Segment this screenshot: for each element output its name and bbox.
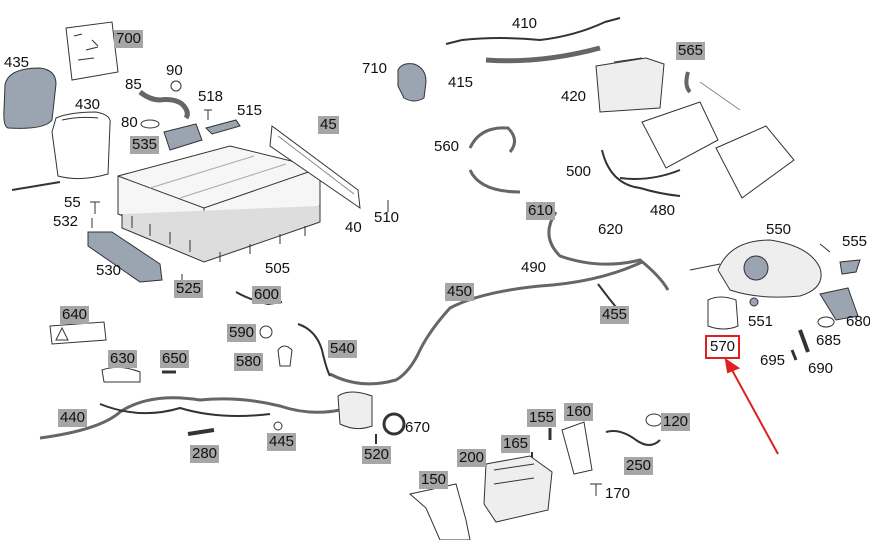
callout-565[interactable]: 565 — [676, 42, 706, 60]
junction-box-part — [337, 391, 373, 430]
callout-600[interactable]: 600 — [252, 286, 282, 304]
callout-630[interactable]: 630 — [108, 350, 138, 368]
clip-part — [170, 80, 182, 92]
cell-module-part — [641, 101, 719, 169]
callout-500[interactable]: 500 — [566, 163, 592, 180]
charging-socket-part — [717, 239, 822, 298]
flap-part — [819, 287, 859, 321]
warning-sign-part — [49, 321, 107, 345]
callout-410[interactable]: 410 — [512, 15, 538, 32]
callout-590[interactable]: 590 — [227, 324, 257, 342]
battery-cable-part — [601, 149, 681, 197]
callout-540[interactable]: 540 — [328, 340, 358, 358]
callout-550[interactable]: 550 — [766, 221, 792, 238]
callout-530[interactable]: 530 — [96, 262, 122, 279]
callout-200[interactable]: 200 — [457, 449, 487, 467]
wiring-harness-part — [468, 126, 521, 194]
bracket-part — [205, 119, 241, 135]
callout-450[interactable]: 450 — [445, 283, 475, 301]
callout-480[interactable]: 480 — [650, 202, 676, 219]
callout-440[interactable]: 440 — [58, 409, 88, 427]
cable-case-part — [595, 57, 665, 113]
callout-435[interactable]: 435 — [4, 54, 30, 71]
callout-490[interactable]: 490 — [521, 259, 547, 276]
callout-532[interactable]: 532 — [53, 213, 79, 230]
socket-cap-part — [707, 296, 739, 330]
callout-680[interactable]: 680 — [846, 313, 870, 330]
callout-520[interactable]: 520 — [362, 446, 392, 464]
mounting-bracket-part — [561, 421, 593, 475]
callout-515[interactable]: 515 — [237, 102, 263, 119]
callout-280[interactable]: 280 — [190, 445, 220, 463]
callout-700[interactable]: 700 — [114, 30, 144, 48]
callout-551[interactable]: 551 — [748, 313, 774, 330]
callout-250[interactable]: 250 — [624, 457, 654, 475]
callout-55[interactable]: 55 — [64, 194, 81, 211]
power-electronics-part — [483, 455, 553, 523]
charging-cable-part — [445, 17, 621, 45]
callout-650[interactable]: 650 — [160, 350, 190, 368]
callout-620[interactable]: 620 — [598, 221, 624, 238]
callout-415[interactable]: 415 — [448, 74, 474, 91]
callout-45[interactable]: 45 — [318, 116, 339, 134]
callout-670[interactable]: 670 — [405, 419, 431, 436]
callout-640[interactable]: 640 — [60, 306, 90, 324]
callout-170[interactable]: 170 — [605, 485, 631, 502]
callout-560[interactable]: 560 — [434, 138, 460, 155]
coolant-hose-part — [138, 90, 190, 120]
callout-160[interactable]: 160 — [564, 403, 594, 421]
seal-ring-part — [382, 412, 406, 436]
callout-430[interactable]: 430 — [75, 96, 101, 113]
callout-555[interactable]: 555 — [842, 233, 868, 250]
callout-710[interactable]: 710 — [362, 60, 388, 77]
callout-685[interactable]: 685 — [816, 332, 842, 349]
callout-690[interactable]: 690 — [808, 360, 834, 377]
callout-518[interactable]: 518 — [198, 88, 224, 105]
callout-445[interactable]: 445 — [267, 433, 297, 451]
callout-510[interactable]: 510 — [374, 209, 400, 226]
callout-90[interactable]: 90 — [166, 62, 183, 79]
callout-610[interactable]: 610 — [526, 202, 556, 220]
callout-85[interactable]: 85 — [125, 76, 142, 93]
lower-rail-part — [87, 231, 163, 283]
control-module-part — [163, 123, 203, 151]
callout-570[interactable]: 570 — [710, 338, 736, 355]
callout-455[interactable]: 455 — [600, 306, 630, 324]
callout-535[interactable]: 535 — [130, 136, 160, 154]
warning-label-part — [65, 21, 119, 81]
support-bracket-part — [408, 483, 471, 540]
callout-120[interactable]: 120 — [661, 413, 691, 431]
selected-callout-box[interactable]: 570 — [705, 335, 741, 359]
callout-420[interactable]: 420 — [561, 88, 587, 105]
hv-harness-part — [39, 396, 371, 440]
callout-155[interactable]: 155 — [527, 409, 557, 427]
callout-165[interactable]: 165 — [501, 435, 531, 453]
callout-150[interactable]: 150 — [419, 471, 449, 489]
storage-bag-part — [51, 111, 111, 180]
callout-80[interactable]: 80 — [121, 114, 138, 131]
callout-505[interactable]: 505 — [265, 260, 291, 277]
callout-525[interactable]: 525 — [174, 280, 204, 298]
battery-cover-part — [3, 67, 57, 129]
callout-580[interactable]: 580 — [234, 353, 264, 371]
cell-module-part — [715, 125, 795, 199]
callout-695[interactable]: 695 — [760, 352, 786, 369]
main-harness-part — [329, 211, 670, 386]
pointer-arrow — [724, 357, 779, 455]
callout-40[interactable]: 40 — [345, 219, 362, 236]
coolant-reservoir-part — [397, 63, 427, 102]
